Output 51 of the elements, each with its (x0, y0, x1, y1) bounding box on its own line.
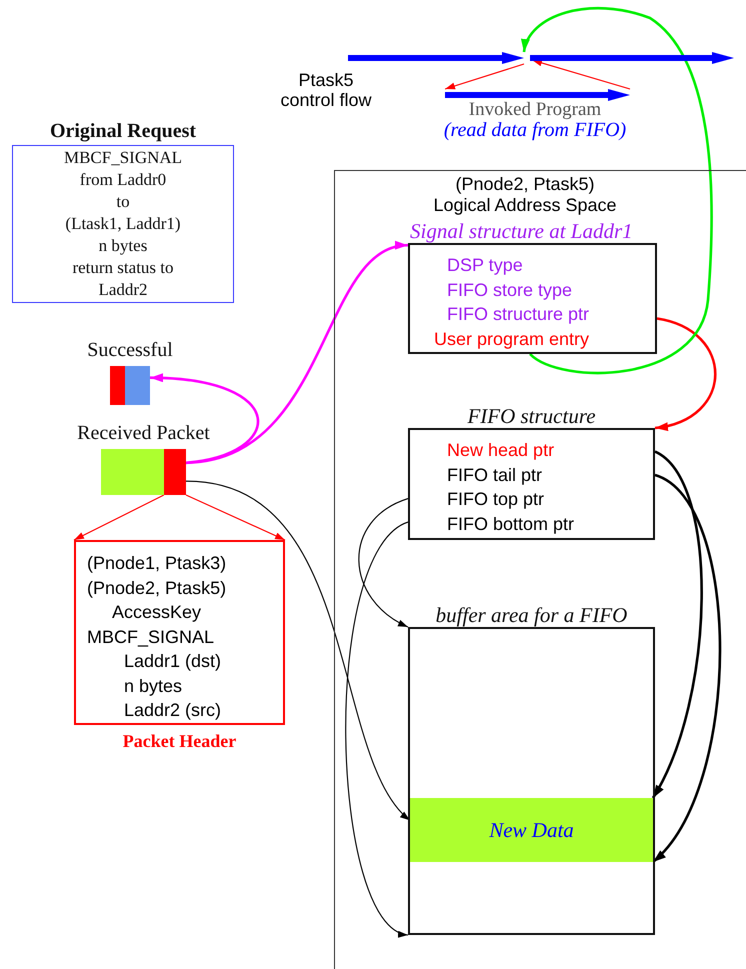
address-space-panel (334, 170, 746, 969)
field-label: User program entry (433, 328, 590, 351)
request-text: Laddr2 (98, 279, 148, 301)
header-field: Laddr2 (src) (76, 698, 222, 722)
request-text: n bytes (98, 235, 148, 257)
arrow (532, 60, 630, 90)
header-field: AccessKey (76, 600, 202, 624)
bar-title: Received Packet (77, 422, 210, 445)
field-label: FIFO bottom ptr (446, 512, 574, 536)
program-note: (read data from FIFO) (442, 119, 628, 142)
request-text: from Laddr0 (80, 169, 166, 191)
arrow (345, 522, 408, 936)
box-title: Original Request (50, 120, 196, 143)
data-band (410, 798, 653, 862)
request-text: (Ltask1, Laddr1) (65, 213, 181, 235)
field-label: DSP type (446, 254, 523, 277)
arrow (522, 7, 713, 374)
arrow (358, 498, 408, 628)
field-label: FIFO store type (446, 278, 572, 302)
control-flow-arrow (530, 52, 734, 64)
panel-title: (Pnode2, Ptask5) Logical Address Space (432, 174, 618, 216)
program-title: Invoked Program (468, 99, 602, 121)
header-field: MBCF_SIGNAL (76, 624, 214, 649)
arrow (652, 474, 722, 863)
band-text: New Data (489, 818, 574, 842)
arrow (150, 374, 259, 464)
request-text: MBCF_SIGNAL (64, 147, 182, 169)
field-label: FIFO tail ptr (446, 464, 542, 487)
arrow (74, 494, 164, 540)
flow-caption: Ptask5 control flow (279, 70, 373, 110)
arrow (186, 480, 410, 821)
box-title: Signal structure at Laddr1 (410, 219, 633, 244)
control-flow-arrow (348, 52, 524, 64)
field-label: New head ptr (446, 439, 554, 462)
box-title: FIFO structure (467, 404, 596, 429)
box-caption: Packet Header (122, 731, 236, 752)
arrow (654, 317, 716, 430)
arrow (652, 450, 703, 799)
box-title: buffer area for a FIFO (436, 603, 628, 628)
field-label: FIFO structure ptr (446, 303, 590, 326)
arrow (186, 494, 286, 540)
request-text: to (116, 191, 130, 213)
header-field: (Pnode2, Ptask5) (76, 576, 226, 600)
arrow (444, 63, 524, 90)
bar-title: Successful (87, 339, 173, 362)
header-field: (Pnode1, Ptask3) (76, 551, 226, 576)
request-text: return status to (72, 257, 174, 279)
field-label: FIFO top ptr (446, 488, 544, 511)
header-field: n bytes (76, 674, 182, 698)
arrow (186, 243, 408, 464)
header-field: Laddr1 (dst) (76, 649, 222, 674)
